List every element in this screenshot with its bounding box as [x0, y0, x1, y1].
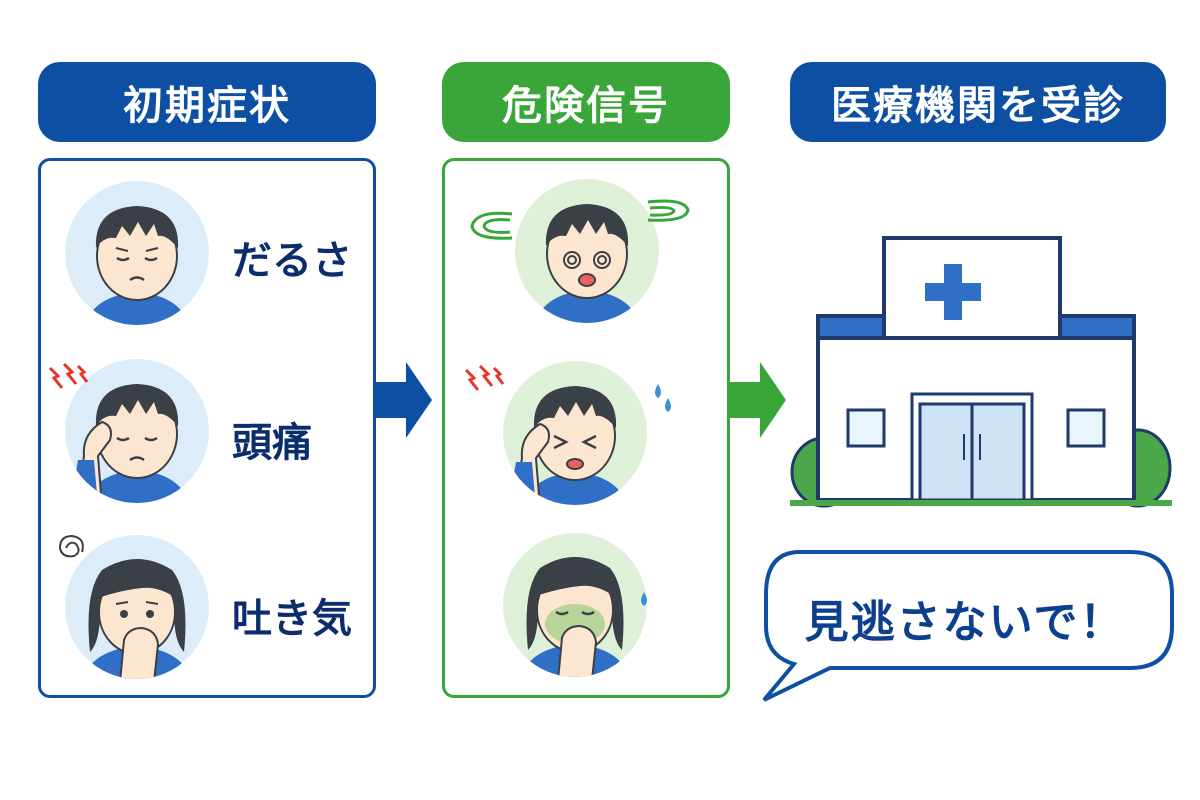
dizzy-swirl-left-icon — [470, 211, 513, 240]
headache-face-icon — [65, 359, 209, 503]
header-see-doctor-label: 医療機関を受診 — [831, 83, 1125, 129]
symptom-label-nausea: 吐き気 — [232, 596, 352, 642]
dizzy-swirl-right-icon — [647, 199, 690, 222]
pain-lightning-icon — [464, 364, 505, 391]
dizzy-face-icon — [515, 179, 659, 323]
header-see-doctor: 医療機関を受診 — [790, 62, 1166, 142]
pain-lightning-icon — [48, 362, 89, 389]
speech-bubble-shape — [762, 550, 1174, 702]
nausea-face-icon — [65, 535, 209, 679]
arrow-right-green-icon — [730, 362, 786, 438]
header-danger-signals: 危険信号 — [442, 62, 730, 142]
header-initial-symptoms: 初期症状 — [38, 62, 376, 142]
arrow-right-blue-icon — [376, 362, 432, 438]
hospital-icon — [790, 236, 1172, 508]
speech-bubble: 見逃さないで！ — [750, 548, 1180, 708]
speech-bubble-text: 見逃さないで！ — [804, 597, 1126, 648]
header-danger-signals-label: 危険信号 — [502, 83, 670, 129]
symptom-label-headache: 頭痛 — [232, 420, 312, 466]
symptom-label-fatigue: だるさ — [232, 238, 352, 284]
header-initial-symptoms-label: 初期症状 — [123, 83, 291, 129]
sweat-drops-icon — [641, 592, 647, 606]
severe-headache-face-icon — [503, 361, 647, 505]
sweat-drops-icon — [655, 384, 671, 412]
severe-nausea-face-icon — [503, 533, 647, 677]
swirl-icon — [58, 534, 84, 558]
tired-face-icon — [65, 181, 209, 325]
